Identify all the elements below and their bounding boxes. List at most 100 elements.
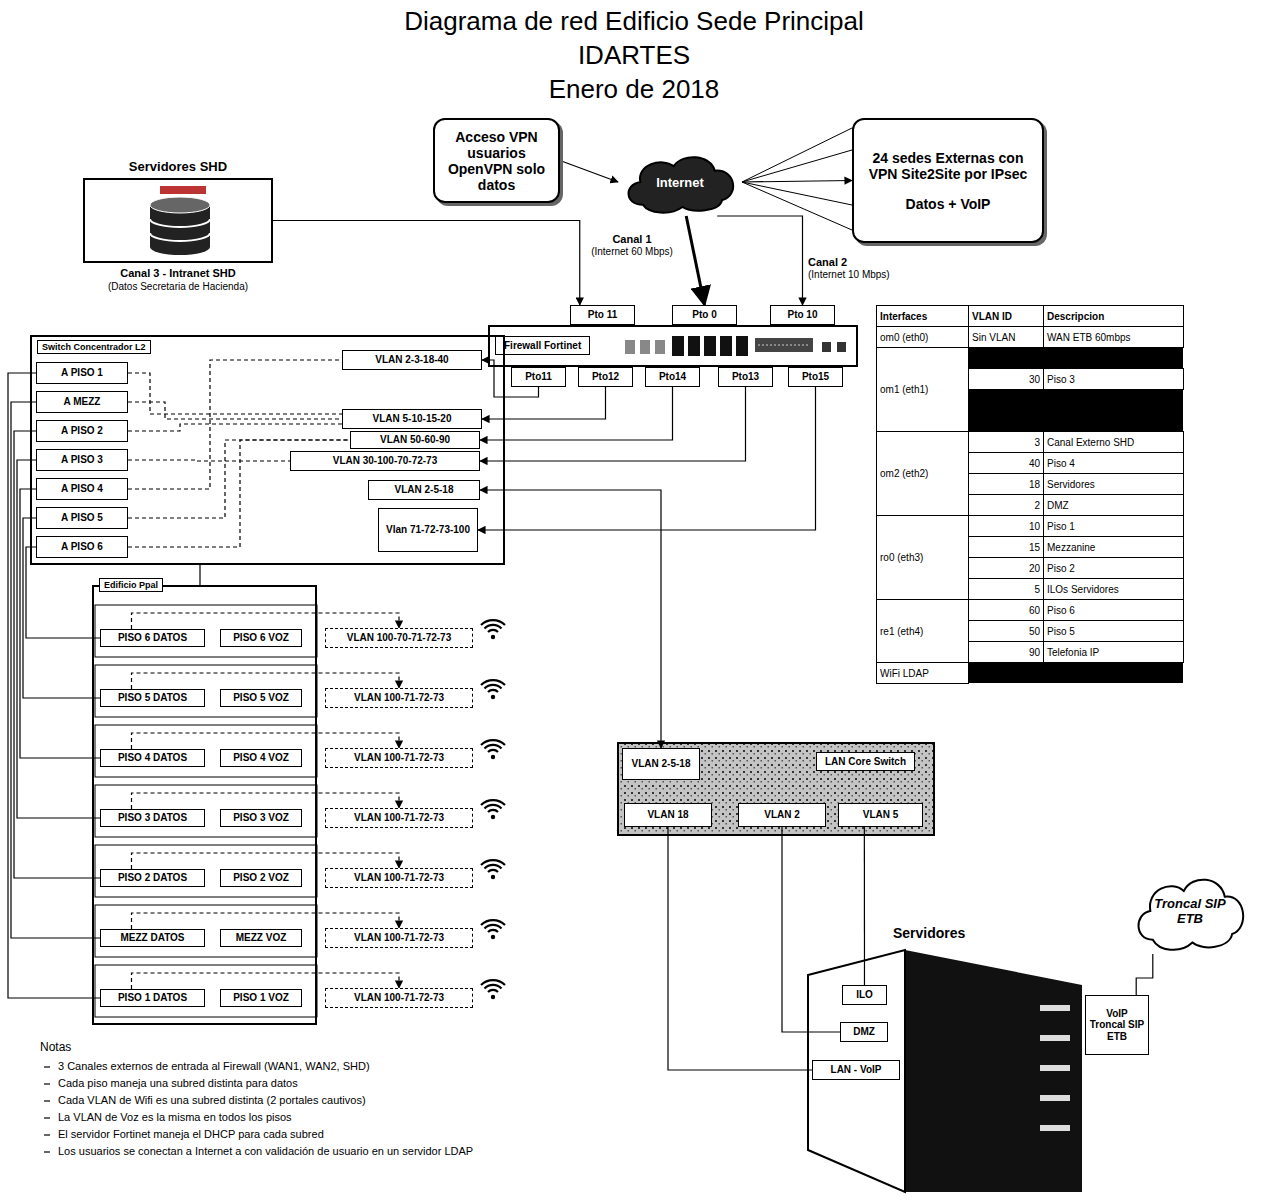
label-box: PISO 4 DATOS — [100, 749, 205, 767]
label-box: Pto 10 — [770, 305, 835, 325]
cloud: Troncal SIP ETB — [1128, 868, 1252, 954]
node-text: PISO 5 DATOS — [118, 692, 187, 704]
node-text: Internet — [656, 175, 704, 190]
node-text: VLAN 100-71-72-73 — [354, 932, 444, 944]
node-text: PISO 1 VOZ — [233, 992, 289, 1004]
node-text: PISO 4 DATOS — [118, 752, 187, 764]
label-box: Vlan 71-72-73-100 — [378, 508, 478, 552]
floor-band — [95, 605, 317, 1017]
table-cell: 30 — [968, 368, 1044, 390]
node-text: LAN - VoIP — [831, 1064, 882, 1076]
node-text: VLAN 100-71-72-73 — [354, 812, 444, 824]
table-cell: 90 — [968, 641, 1044, 663]
annotation: Enero de 2018 — [0, 74, 1268, 105]
connector — [782, 827, 840, 1032]
note-text: El servidor Fortinet maneja el DHCP para… — [58, 1128, 498, 1141]
firewall-ports — [625, 336, 846, 356]
node-text: PISO 1 DATOS — [118, 992, 187, 1004]
table-cell: Servidores — [1043, 473, 1184, 495]
table-cell: 18 — [968, 473, 1044, 495]
node-text: PISO 2 VOZ — [233, 872, 289, 884]
table-cell: Telefonia IP — [1043, 641, 1184, 663]
note-text: Los usuarios se conectan a Internet a co… — [58, 1145, 498, 1158]
table-cell: Mezzanine — [1043, 536, 1184, 558]
connector — [1136, 954, 1153, 995]
note-text: Notas — [40, 1040, 440, 1054]
node-text: Datos + VoIP — [906, 196, 991, 212]
table-cell: re1 (eth4) — [876, 599, 969, 663]
node-text: A PISO 6 — [61, 541, 103, 553]
diagram-title: Diagrama de red Edificio Sede Principal — [0, 6, 1268, 37]
table-cell: ro0 (eth3) — [876, 515, 969, 600]
node-text: Pto 11 — [588, 309, 617, 321]
node-text: VLAN 5 — [863, 809, 899, 821]
label-box: PISO 6 DATOS — [100, 629, 205, 647]
label-box: VLAN 2 — [738, 803, 826, 827]
node-text: VLAN 30-100-70-72-73 — [333, 455, 438, 467]
note-text: Cada VLAN de Wifi es una subred distinta… — [58, 1094, 498, 1107]
node-text: DMZ — [853, 1026, 875, 1038]
connector — [480, 387, 746, 461]
node-text: 24 sedes Externas con VPN Site2Site por … — [860, 150, 1036, 182]
node-text: PISO 4 VOZ — [233, 752, 289, 764]
connector — [20, 489, 100, 758]
connector — [132, 913, 400, 929]
container-box: Switch Concentrador L2A PISO 1A MEZZA PI… — [30, 335, 505, 565]
label-box: VLAN 18 — [624, 803, 712, 827]
label-box: Pto15 — [788, 367, 843, 387]
node-text: PISO 6 DATOS — [118, 632, 187, 644]
table-cell: Sin VLAN — [968, 326, 1044, 348]
label-box: A PISO 3 — [36, 449, 128, 471]
connector — [132, 793, 400, 809]
table-cell: 10 — [968, 515, 1044, 537]
node-text: Pto11 — [525, 371, 552, 383]
annotation: IDARTES — [0, 40, 1268, 71]
label-box: A PISO 1 — [36, 362, 128, 384]
node-text: A PISO 2 — [61, 425, 103, 437]
node-text: PISO 3 DATOS — [118, 812, 187, 824]
label-box: PISO 3 VOZ — [220, 809, 302, 827]
label-box: VLAN 5 — [838, 803, 923, 827]
node-text: VLAN 100-71-72-73 — [354, 992, 444, 1004]
site-box: Acceso VPN usuarios OpenVPN solo datos — [433, 118, 560, 203]
connector — [668, 827, 812, 1070]
container-box: Edificio PpalPISO 6 DATOSPISO 6 VOZPISO … — [92, 585, 317, 1025]
label-box: Pto 0 — [672, 305, 737, 325]
label-box: VLAN 5-10-15-20 — [342, 409, 482, 429]
connector — [480, 387, 673, 440]
table-black-cell — [968, 347, 1183, 683]
connector — [199, 565, 200, 585]
wifi-vlan-box: VLAN 100-70-71-72-73 — [325, 628, 473, 648]
wifi-symbol — [481, 620, 505, 999]
node-text: Pto15 — [802, 371, 829, 383]
connector — [26, 547, 100, 638]
table-cell: 60 — [968, 599, 1044, 621]
core-switch-fill — [617, 742, 935, 836]
table-cell: 15 — [968, 536, 1044, 558]
connector — [128, 402, 342, 419]
server-rack — [808, 950, 1082, 1192]
label-box: A MEZZ — [36, 391, 128, 413]
node-text: MEZZ DATOS — [120, 932, 184, 944]
label-box: PISO 6 VOZ — [220, 629, 302, 647]
node-text: VoIP Troncal SIP ETB — [1089, 1008, 1145, 1043]
node-text: VLAN 5-10-15-20 — [373, 413, 452, 425]
connector — [132, 733, 400, 749]
node-text: PISO 2 DATOS — [118, 872, 187, 884]
node-text: MEZZ VOZ — [236, 932, 287, 944]
node-text: A PISO 3 — [61, 454, 103, 466]
node-text: Pto 0 — [692, 309, 716, 321]
node-text: Pto13 — [732, 371, 759, 383]
label-box: DMZ — [840, 1022, 888, 1042]
connector — [128, 373, 342, 414]
table-cell: DMZ — [1043, 494, 1184, 516]
node-text: Acceso VPN usuarios OpenVPN solo datos — [441, 129, 552, 193]
node-text: A PISO 1 — [61, 367, 103, 379]
connector — [128, 460, 290, 461]
node-text: VLAN 100-71-72-73 — [354, 692, 444, 704]
label-box: Pto11 — [511, 367, 566, 387]
container-box: LAN Core SwitchVLAN 2-5-18VLAN 18VLAN 2V… — [617, 742, 935, 836]
label-box: PISO 3 DATOS — [100, 809, 205, 827]
node-text: A PISO 4 — [61, 483, 103, 495]
node-text: A PISO 5 — [61, 512, 103, 524]
